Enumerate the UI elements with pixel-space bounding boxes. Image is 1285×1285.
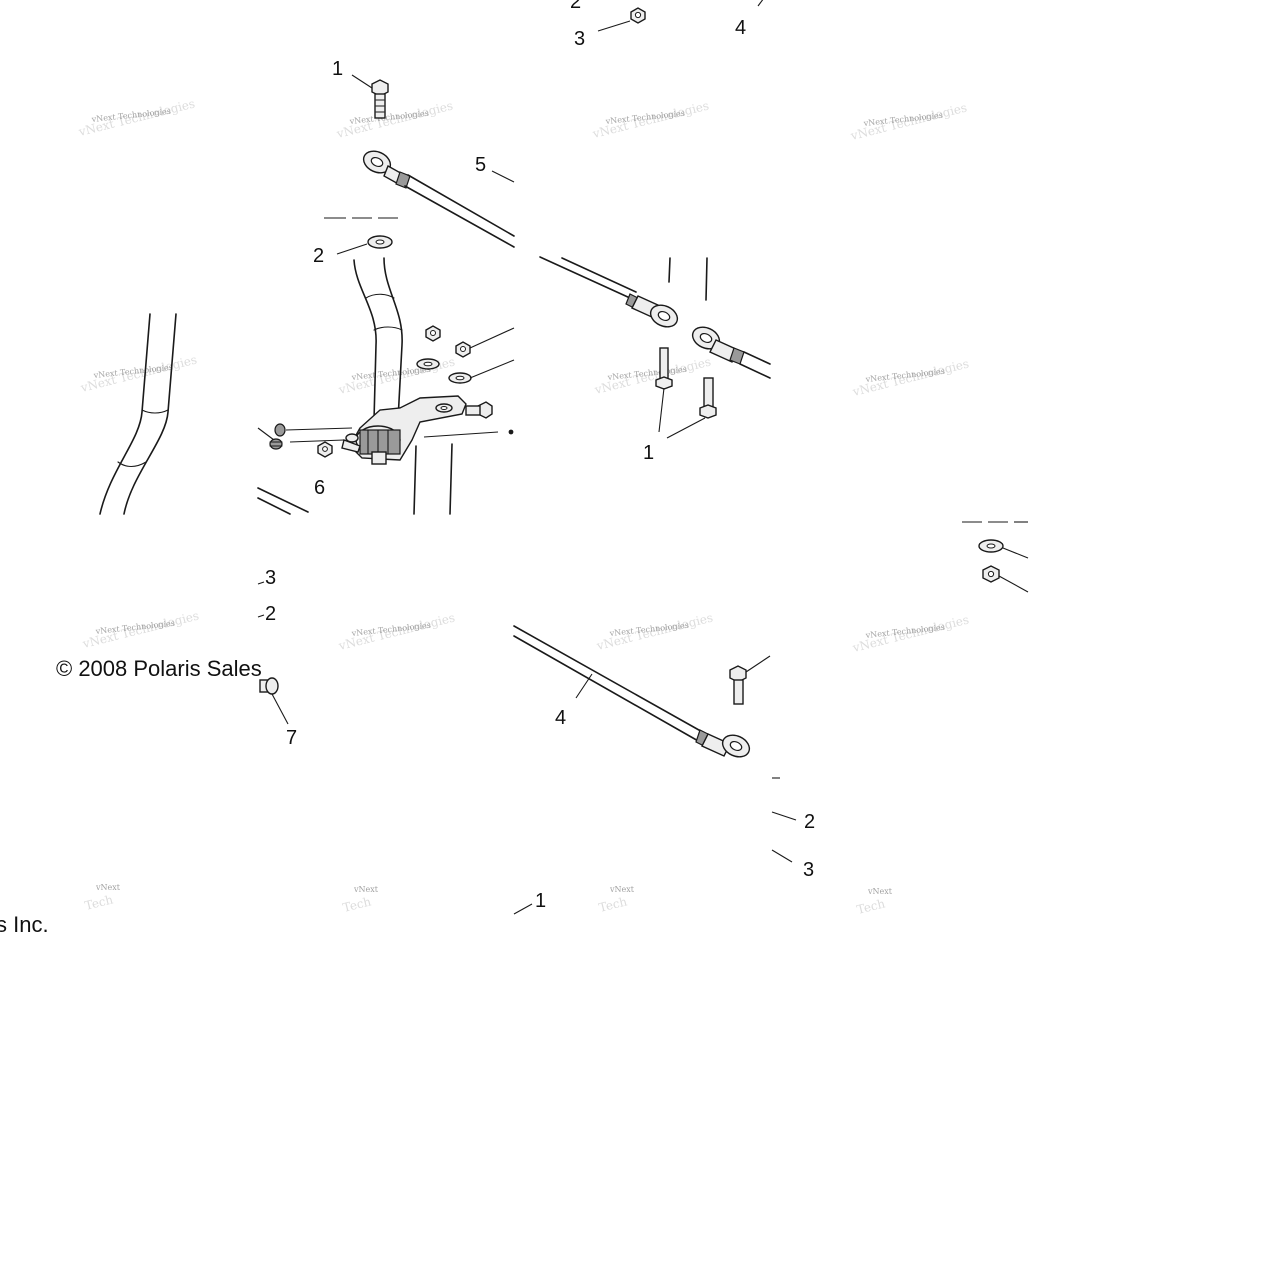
watermark: vNext Technologies vNext Technologies <box>78 352 198 395</box>
callout-3-lower: 3 <box>803 859 814 881</box>
watermark: vNext Technologies vNext Technologies <box>594 610 714 653</box>
right-bolts <box>655 347 717 439</box>
copyright-line-2: s Inc. <box>0 912 49 937</box>
steering-post <box>257 235 514 515</box>
svg-text:Tech: Tech <box>597 894 628 915</box>
watermark: vNext Tech <box>83 883 120 913</box>
svg-text:Tech: Tech <box>855 896 886 917</box>
watermark: vNext Technologies vNext Technologies <box>850 612 970 655</box>
svg-text:Tech: Tech <box>83 892 114 913</box>
svg-text:vNext: vNext <box>95 883 121 892</box>
lower-tie-rod <box>513 625 797 915</box>
top-nut <box>597 0 764 32</box>
left-hardware <box>257 423 353 458</box>
callout-2-upper: 2 <box>313 245 324 267</box>
callout-4-top: 4 <box>735 17 746 39</box>
watermark: vNext Technologies vNext Technologies <box>80 608 200 651</box>
watermark: vNext Technologies vNext Technologies <box>850 356 970 399</box>
top-bolt <box>351 74 389 119</box>
callout-2-left: 2 <box>265 603 276 625</box>
callout-1-mid: 1 <box>643 442 654 464</box>
svg-text:vNext: vNext <box>353 885 379 894</box>
small-part-7 <box>257 581 289 725</box>
upper-tie-rod <box>362 150 771 379</box>
watermark: vNext Tech <box>341 885 378 915</box>
watermark: vNext Technologies vNext Technologies <box>590 98 710 141</box>
callout-3-left: 3 <box>265 567 276 589</box>
callout-5-upper: 5 <box>475 154 486 176</box>
callout-2-top: 2 <box>570 0 581 13</box>
callout-4-lower: 4 <box>555 707 566 729</box>
mid-right-hardware <box>962 521 1029 593</box>
callout-1-upper: 1 <box>332 58 343 80</box>
watermark: vNext Tech <box>855 887 892 917</box>
left-shaft-fragment <box>99 313 177 515</box>
watermarks: vNext Technologies vNext Technologies vN… <box>76 96 970 916</box>
watermark: vNext Technologies vNext Technologies <box>848 100 968 143</box>
callout-1-lower: 1 <box>535 890 546 912</box>
callout-3-top: 3 <box>574 28 585 50</box>
callout-numbers: 2 3 4 1 5 2 1 6 3 2 7 4 2 3 1 <box>265 0 815 912</box>
watermark: vNext Technologies vNext Technologies <box>592 354 712 397</box>
svg-text:Tech: Tech <box>341 894 372 915</box>
watermark: vNext Technologies vNext Technologies <box>334 98 454 141</box>
svg-text:vNext: vNext <box>867 887 893 896</box>
svg-text:vNext: vNext <box>609 885 635 894</box>
copyright: © 2008 Polaris Sales s Inc. <box>0 656 262 937</box>
callout-7-lower: 7 <box>286 727 297 749</box>
copyright-line-1: © 2008 Polaris Sales <box>56 656 262 681</box>
watermark: vNext Tech <box>597 885 634 915</box>
callout-6-mid: 6 <box>314 477 325 499</box>
watermark: vNext Technologies vNext Technologies <box>76 96 196 139</box>
watermark: vNext Technologies vNext Technologies <box>336 354 456 397</box>
watermark: vNext Technologies vNext Technologies <box>336 610 456 653</box>
callout-2-lower: 2 <box>804 811 815 833</box>
hardware-cluster <box>416 325 515 384</box>
